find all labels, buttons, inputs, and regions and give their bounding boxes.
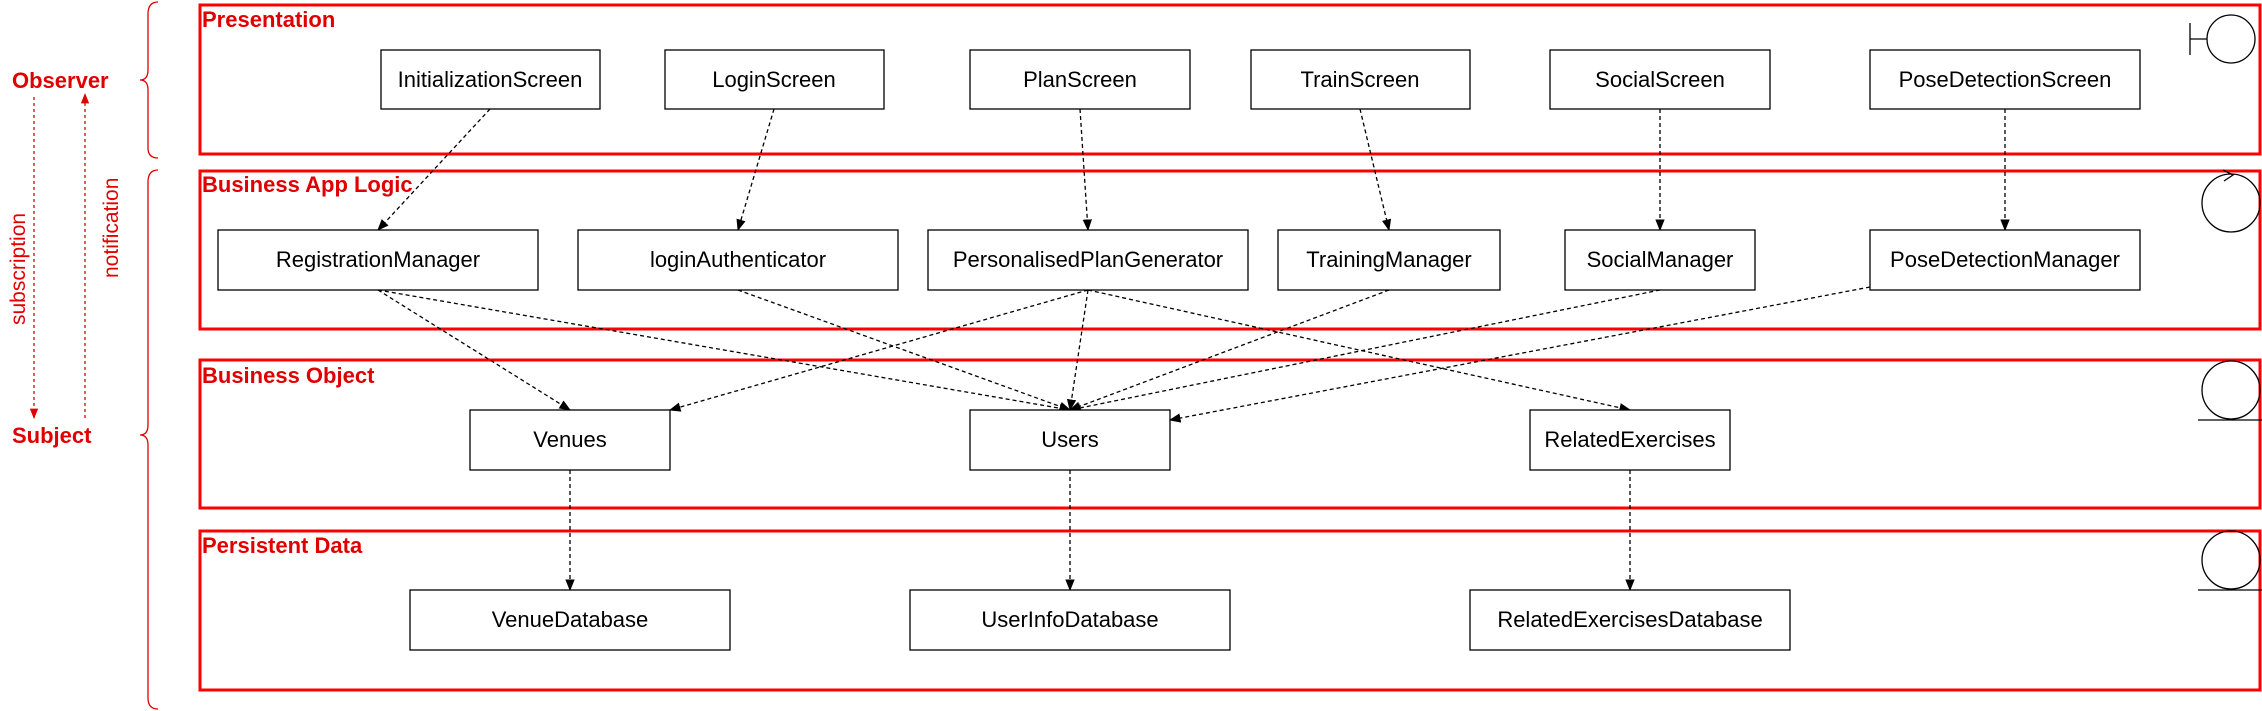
pose-detection-manager-label: PoseDetectionManager <box>1890 247 2120 272</box>
observer-subject-legend: Observer Subject subscription notificati… <box>7 1 159 710</box>
logic-components: RegistrationManager loginAuthenticator P… <box>217 229 2141 291</box>
subject-label: Subject <box>12 423 92 448</box>
users-label: Users <box>1041 427 1098 452</box>
related-exercises-box: RelatedExercises <box>1529 409 1731 471</box>
dependency-arrow-registration-manager-to-venues <box>377 289 571 411</box>
object-components: Venues Users RelatedExercises <box>469 409 1731 471</box>
dependency-arrow-personalised-plan-generator-to-related-exercises <box>1087 289 1632 413</box>
login-screen-label: LoginScreen <box>712 67 836 92</box>
social-manager-label: SocialManager <box>1587 247 1734 272</box>
logic-frame <box>198 169 2262 331</box>
observer-label: Observer <box>12 68 109 93</box>
layer-title-presentation: Presentation <box>202 7 335 32</box>
dependency-arrow-login-screen-to-login-authenticator <box>736 108 775 232</box>
login-screen-box: LoginScreen <box>664 49 885 110</box>
boundary-icon <box>2189 14 2256 64</box>
dependency-arrow-training-manager-to-users <box>1068 289 1390 411</box>
object-frame <box>198 358 2262 510</box>
layer-presentation: Presentation <box>198 3 2262 156</box>
pose-detection-screen-box: PoseDetectionScreen <box>1869 49 2141 110</box>
login-authenticator-box: loginAuthenticator <box>577 229 899 291</box>
social-screen-box: SocialScreen <box>1549 49 1771 110</box>
training-manager-label: TrainingManager <box>1306 247 1472 272</box>
personalised-plan-generator-label: PersonalisedPlanGenerator <box>953 247 1223 272</box>
registration-manager-box: RegistrationManager <box>217 229 539 291</box>
venues-box: Venues <box>469 409 671 471</box>
login-authenticator-label: loginAuthenticator <box>650 247 826 272</box>
data-components: VenueDatabase UserInfoDatabase RelatedEx… <box>409 589 1791 651</box>
layer-title-logic: Business App Logic <box>202 172 413 197</box>
initialization-screen-box: InitializationScreen <box>380 49 601 110</box>
venues-label: Venues <box>533 427 606 452</box>
layer-persistent-data: Persistent Data <box>198 529 2262 692</box>
data-frame <box>198 529 2262 692</box>
user-info-database-box: UserInfoDatabase <box>909 589 1231 651</box>
dependency-arrow-plan-screen-to-personalised-plan-generator <box>1079 108 1092 232</box>
notification-label: notification <box>100 178 123 278</box>
layer-business-object: Business Object <box>198 358 2262 510</box>
train-screen-label: TrainScreen <box>1300 67 1419 92</box>
train-screen-box: TrainScreen <box>1250 49 1471 110</box>
dependency-arrow-personalised-plan-generator-to-venues <box>668 289 1089 412</box>
observer-brace <box>139 1 159 159</box>
dependency-arrow-registration-manager-to-users <box>377 289 1072 413</box>
related-exercises-label: RelatedExercises <box>1544 427 1715 452</box>
venue-database-label: VenueDatabase <box>492 607 649 632</box>
social-manager-box: SocialManager <box>1564 229 1756 291</box>
subscription-label: subscription <box>7 213 30 325</box>
dependency-arrow-pose-detection-manager-to-users <box>1168 286 1871 423</box>
entity-icon <box>2198 360 2262 421</box>
user-info-database-label: UserInfoDatabase <box>981 607 1158 632</box>
control-icon <box>2201 169 2261 233</box>
subject-brace <box>139 169 159 710</box>
registration-manager-label: RegistrationManager <box>276 247 480 272</box>
plan-screen-box: PlanScreen <box>969 49 1191 110</box>
dependency-arrow-personalised-plan-generator-to-users <box>1066 289 1089 412</box>
dependency-arrows <box>377 108 2010 592</box>
personalised-plan-generator-box: PersonalisedPlanGenerator <box>927 229 1249 291</box>
dependency-arrow-social-manager-to-users <box>1068 289 1661 413</box>
layer-title-data: Persistent Data <box>202 533 363 558</box>
presentation-components: InitializationScreen LoginScreen PlanScr… <box>380 49 2141 110</box>
entity-icon <box>2198 530 2262 591</box>
layer-title-object: Business Object <box>202 363 375 388</box>
training-manager-box: TrainingManager <box>1277 229 1501 291</box>
initialization-screen-label: InitializationScreen <box>398 67 583 92</box>
pose-detection-screen-label: PoseDetectionScreen <box>1899 67 2112 92</box>
related-exercises-database-box: RelatedExercisesDatabase <box>1469 589 1791 651</box>
layer-business-app-logic: Business App Logic <box>198 169 2262 331</box>
venue-database-box: VenueDatabase <box>409 589 731 651</box>
related-exercises-database-label: RelatedExercisesDatabase <box>1497 607 1762 632</box>
presentation-frame <box>198 3 2262 156</box>
plan-screen-label: PlanScreen <box>1023 67 1137 92</box>
pose-detection-manager-box: PoseDetectionManager <box>1869 229 2141 291</box>
users-box: Users <box>969 409 1171 471</box>
dependency-arrow-login-authenticator-to-users <box>737 289 1072 411</box>
social-screen-label: SocialScreen <box>1595 67 1725 92</box>
